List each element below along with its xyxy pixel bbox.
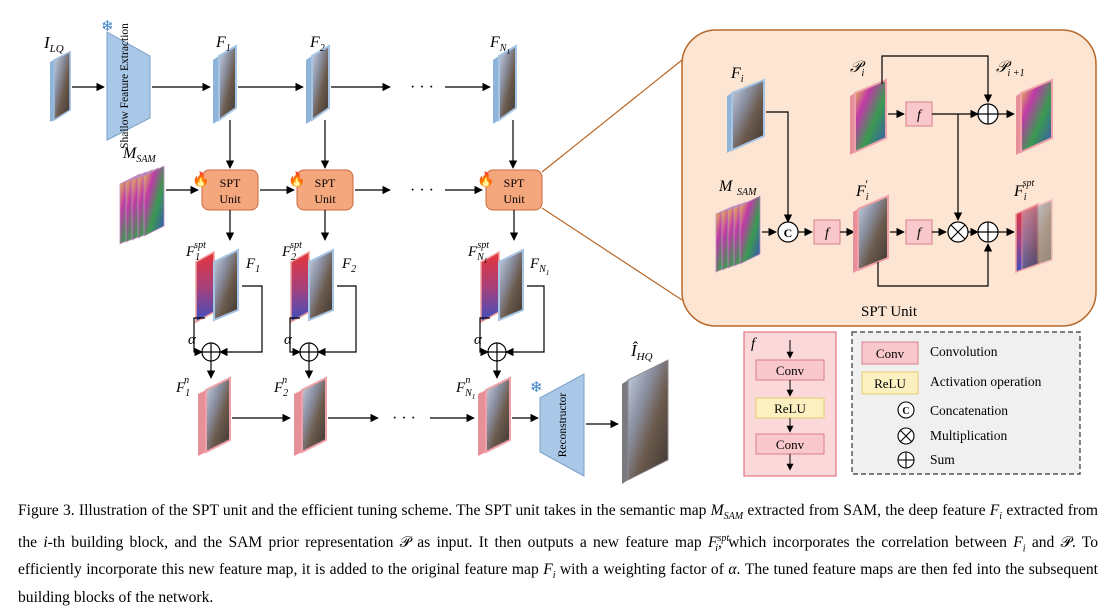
legend-sum-desc: Sum	[930, 452, 955, 467]
legend-relu-desc: Activation operation	[930, 374, 1042, 389]
pi-prior	[850, 78, 887, 155]
feature-fn	[493, 44, 517, 124]
spt-unit-2: SPT Unit	[296, 169, 354, 211]
svg-text:SPT: SPT	[504, 176, 525, 190]
alpha-1: α	[188, 332, 197, 348]
pnext-prior	[1016, 78, 1053, 155]
reconstructor-block: Reconstructor	[539, 373, 585, 477]
hq-image	[622, 359, 669, 484]
svg-text:Unit: Unit	[219, 192, 241, 206]
fn-output-n	[478, 376, 511, 456]
dots-bottom: · · ·	[392, 410, 416, 427]
fi-spt-feature	[1015, 198, 1053, 274]
f1-side-label: F1	[245, 256, 260, 275]
lq-image	[50, 50, 71, 122]
f2-label: F2	[309, 34, 325, 54]
legend-sum-icon	[897, 451, 915, 469]
fnn-label: FN1n	[455, 375, 475, 401]
fi-prime-feature	[853, 194, 889, 273]
f-left-label: f	[825, 226, 831, 241]
f-top-label: f	[917, 108, 923, 123]
sam-map-stack	[119, 165, 165, 245]
legend-mult-icon	[897, 427, 915, 445]
f-bottom-label: f	[917, 226, 923, 241]
f-detail-label: f	[751, 336, 757, 352]
f-conv-1-label: Conv	[776, 363, 805, 378]
legend-conv-tag: Conv	[876, 346, 905, 361]
sum-node-2	[299, 342, 319, 362]
svg-text:C: C	[784, 226, 793, 240]
alpha-2: α	[284, 332, 293, 348]
f2n-label: F2n	[273, 375, 288, 399]
feature-f1	[213, 44, 237, 124]
frozen-icon-reconstructor: ❄	[530, 380, 543, 396]
legend-concat-icon: C	[897, 401, 915, 419]
shallow-label: Shallow Feature Extraction	[119, 23, 131, 149]
concat-node: C	[777, 221, 799, 243]
ilq-label: ILQ	[43, 33, 64, 55]
svg-text:Unit: Unit	[314, 192, 336, 206]
feature-f2	[306, 44, 330, 124]
sum-node-n	[487, 342, 507, 362]
tunable-fire-icon-n: 🔥	[477, 171, 494, 188]
dots-top: · · ·	[410, 79, 434, 96]
svg-text:Reconstructor: Reconstructor	[557, 393, 569, 458]
legend-mult-desc: Multiplication	[930, 428, 1007, 443]
f-conv-2-label: Conv	[776, 437, 805, 452]
figure-caption: Figure 3. Illustration of the SPT unit a…	[18, 502, 1099, 607]
legend-conv-swatch	[861, 341, 919, 365]
f-relu-label: ReLU	[774, 401, 806, 416]
multiply-node	[947, 221, 969, 243]
f-block-left	[813, 219, 841, 245]
f1-label: F1	[215, 34, 231, 54]
fn-output-1	[198, 376, 231, 456]
legend-conv-desc: Convolution	[930, 344, 998, 359]
fn-label: FN1	[489, 34, 510, 56]
msam-detail-sub: SAM	[737, 187, 757, 198]
alpha-n: α	[474, 332, 483, 348]
fn-output-2	[294, 376, 327, 456]
fn-side-label: FN1	[529, 256, 549, 277]
fspt-pair-1	[195, 248, 239, 324]
frozen-icon: ❄	[101, 19, 114, 35]
fi-prime-label: Fi′	[855, 177, 869, 203]
svg-text:C: C	[902, 406, 909, 417]
sum-node-bottom	[977, 221, 999, 243]
legend-concat-desc: Concatenation	[930, 403, 1008, 418]
svg-text:SPT: SPT	[315, 176, 336, 190]
ihq-label: ÎHQ	[630, 341, 653, 363]
f-block-bottom	[905, 219, 933, 245]
msam-label: MSAM	[122, 145, 156, 165]
sum-node-top	[977, 103, 999, 125]
legend-relu-tag: ReLU	[874, 376, 906, 391]
legend-relu-swatch	[861, 371, 919, 395]
f1n-label: F1n	[175, 375, 190, 399]
tunable-fire-icon-2: 🔥	[288, 171, 305, 188]
spt-unit-title: SPT Unit	[861, 304, 918, 320]
fi-label: Fi	[730, 65, 744, 85]
sam-map-detail	[715, 195, 761, 273]
svg-text:Unit: Unit	[503, 192, 525, 206]
msam-detail-label: M	[718, 178, 734, 195]
sum-node-1	[201, 342, 221, 362]
spt-unit-panel	[681, 29, 1097, 327]
spt-unit-1: SPT Unit	[201, 169, 259, 211]
spt-unit-n: SPT Unit	[485, 169, 543, 211]
f-block-top	[905, 101, 933, 127]
fspt-pair-2	[290, 248, 334, 324]
fi-feature	[727, 78, 765, 153]
f2-side-label: F2	[341, 256, 356, 275]
svg-text:SPT: SPT	[220, 176, 241, 190]
dots-mid: · · ·	[410, 182, 434, 199]
shallow-feature-extraction-block: Shallow Feature Extraction	[106, 23, 151, 149]
tunable-fire-icon-1: 🔥	[192, 171, 209, 188]
fnspt-label: FN1spt	[467, 240, 489, 265]
fspt-pair-n	[480, 248, 524, 324]
